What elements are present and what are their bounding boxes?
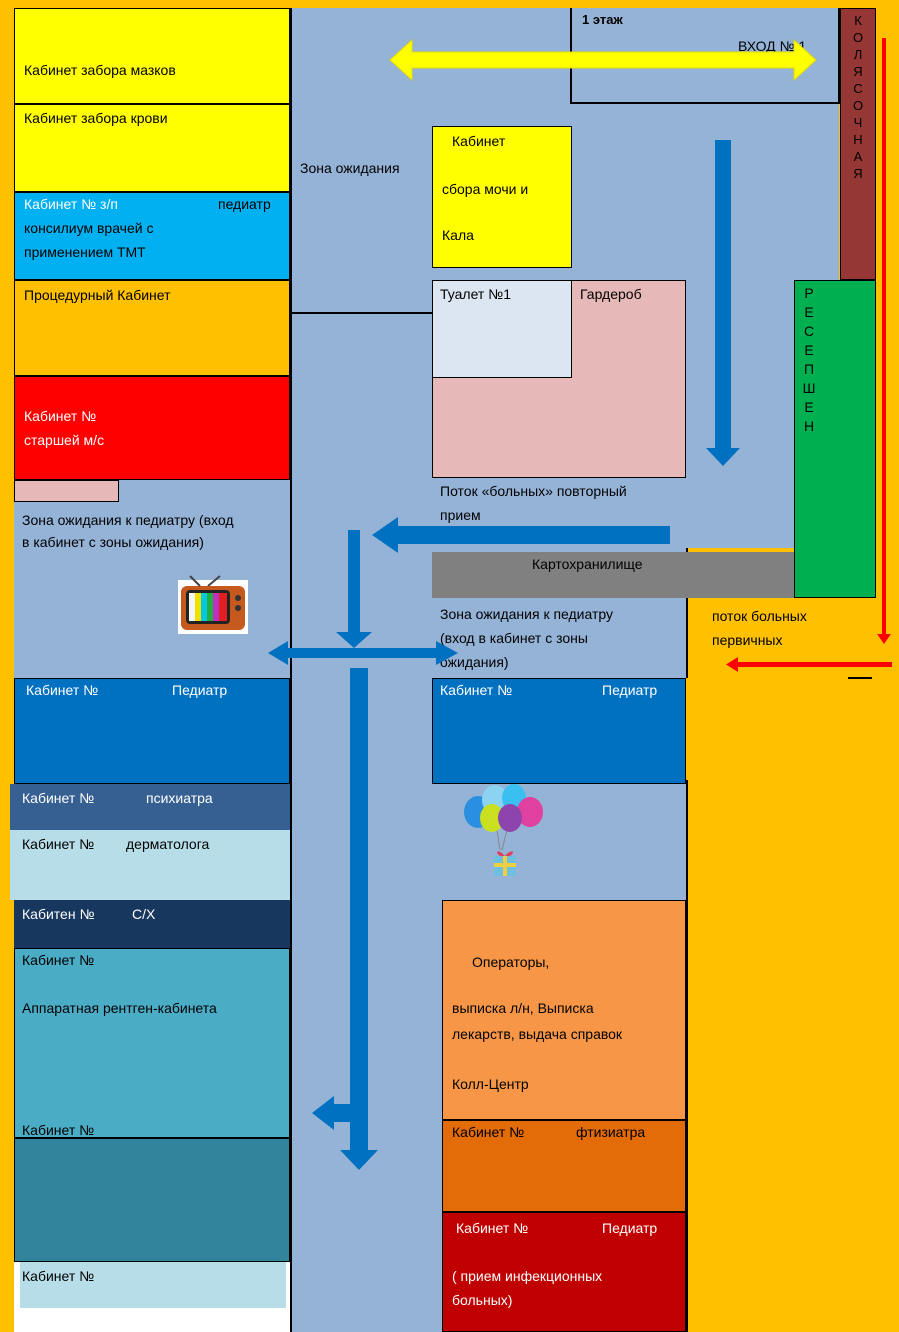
- repeat-flow-arrow-down: [706, 140, 740, 466]
- room-procedure-label: Процедурный Кабинет: [24, 287, 171, 303]
- room-pediatr-right: [432, 678, 686, 784]
- small-room: [14, 480, 119, 502]
- wall: [686, 780, 688, 1332]
- flow-primary-2: первичных: [712, 632, 783, 648]
- room-smears: [14, 8, 290, 104]
- operators-line2: выписка л/н, Выписка: [452, 1000, 594, 1016]
- xray-arrow-left: [312, 1096, 350, 1130]
- room-pediatr-left: [14, 678, 290, 784]
- room-consilium-line3: применением ТМТ: [24, 244, 146, 260]
- tv-icon: [178, 575, 248, 634]
- operators-line3: лекарств, выдача справок: [452, 1026, 623, 1042]
- room-toilet: [432, 280, 572, 378]
- zone-waiting-ped-left-1: Зона ожидания к педиатру (вход: [22, 512, 234, 528]
- room-phtisiatr-label: Кабинет №: [452, 1124, 525, 1140]
- wall: [838, 8, 840, 104]
- room-infectious-line3: больных): [452, 1292, 513, 1308]
- zone-waiting-ped-right-3: ожидания): [440, 654, 509, 670]
- room-consilium-role: педиатр: [218, 196, 271, 212]
- flow-repeat-2: прием: [440, 507, 481, 523]
- archive-label: Картохранилище: [532, 556, 643, 572]
- distribution-arrow-horizontal: [268, 641, 458, 665]
- room-cabinet-bottom1-label: Кабинет №: [22, 1122, 95, 1138]
- room-pediatr-left-label: Кабинет №: [26, 682, 99, 698]
- room-urine-line1: Кабинет: [452, 133, 506, 149]
- main-corridor-arrow-down: [340, 668, 378, 1170]
- room-infectious-line2: ( прием инфекционных: [452, 1268, 603, 1284]
- room-wardrobe-label: Гардероб: [580, 286, 642, 302]
- room-infectious: [442, 1212, 686, 1332]
- room-dermatologist-role: дерматолога: [126, 836, 210, 852]
- reception: [794, 280, 876, 598]
- room-senior-nurse: [14, 376, 290, 480]
- room-psychiatrist-role: психиатра: [146, 790, 213, 806]
- flow-repeat-1: Поток «больных» повторный: [440, 483, 627, 499]
- balloons-icon: [464, 784, 543, 851]
- room-pediatr-right-label: Кабинет №: [440, 682, 513, 698]
- wall: [848, 677, 872, 679]
- room-smears-label: Кабинет забора мазков: [24, 62, 176, 78]
- room-cabinet-bottom2: [20, 1262, 286, 1308]
- room-urine-line3: Кала: [442, 227, 474, 243]
- room-phtisiatr-role: фтизиатра: [576, 1124, 646, 1140]
- room-infectious-role: Педиатр: [602, 1220, 658, 1236]
- room-pediatr-right-role: Педиатр: [602, 682, 658, 698]
- room-consilium-line2: консилиум врачей с: [24, 220, 154, 236]
- primary-flow-arrow-down: [877, 38, 891, 644]
- stroller-room: [840, 8, 876, 280]
- room-senior-nurse-line1: Кабинет №: [24, 408, 97, 424]
- room-toilet-label: Туалет №1: [440, 286, 511, 302]
- room-blood: [14, 104, 290, 192]
- wall: [686, 548, 688, 678]
- room-pediatr-left-role: Педиатр: [172, 682, 228, 698]
- repeat-flow-arrow-left: [372, 517, 670, 553]
- room-sh-label: Кабитен №: [22, 906, 95, 922]
- wall: [290, 8, 292, 1332]
- primary-flow-arrow-left: [726, 657, 892, 672]
- room-psychiatrist: [10, 784, 290, 830]
- room-xray-label: Кабинет №: [22, 952, 95, 968]
- floor-label: 1 этаж: [582, 12, 623, 27]
- zone-waiting-ped-right-1: Зона ожидания к педиатру: [440, 606, 614, 622]
- callcenter-label: Колл-Центр: [452, 1076, 529, 1092]
- distribution-arrow-down: [336, 530, 372, 648]
- entrance-arrow: [389, 38, 817, 82]
- room-urine: [432, 126, 572, 268]
- wall: [572, 102, 838, 104]
- room-xray-text: Аппаратная рентген-кабинета: [22, 1000, 217, 1016]
- zone-waiting-ped-right-2: (вход в кабинет с зоны: [440, 630, 588, 646]
- entrance-label: ВХОД № 1: [738, 38, 807, 54]
- room-xray: [14, 948, 290, 1138]
- room-senior-nurse-line2: старшей м/с: [24, 432, 105, 448]
- room-operators: [442, 900, 686, 1120]
- room-urine-line2: сбора мочи и: [442, 181, 529, 197]
- room-blood-label: Кабинет забора крови: [24, 110, 168, 126]
- gift-icon: [494, 851, 516, 876]
- room-dermatologist-label: Кабинет №: [22, 836, 95, 852]
- room-procedure: [14, 280, 290, 376]
- room-sh-role: С/Х: [132, 906, 156, 922]
- room-cabinet-bottom2-label: Кабинет №: [22, 1268, 95, 1284]
- room-consilium-line1: Кабинет № з/п: [24, 196, 118, 212]
- room-infectious-label: Кабинет №: [456, 1220, 529, 1236]
- operators-title: Операторы,: [472, 954, 550, 970]
- archive: [432, 552, 798, 598]
- flow-primary-1: поток больных: [712, 608, 807, 624]
- room-cabinet-bottom1: [14, 1138, 290, 1262]
- room-sh: [14, 900, 290, 948]
- room-consilium: [14, 192, 290, 280]
- wall: [292, 312, 432, 314]
- room-phtisiatr: [442, 1120, 686, 1212]
- room-dermatologist: [10, 830, 290, 900]
- zone-waiting-ped-left-2: в кабинет с зоны ожидания): [22, 534, 204, 550]
- room-psychiatrist-label: Кабинет №: [22, 790, 95, 806]
- zone-waiting: Зона ожидания: [300, 160, 400, 176]
